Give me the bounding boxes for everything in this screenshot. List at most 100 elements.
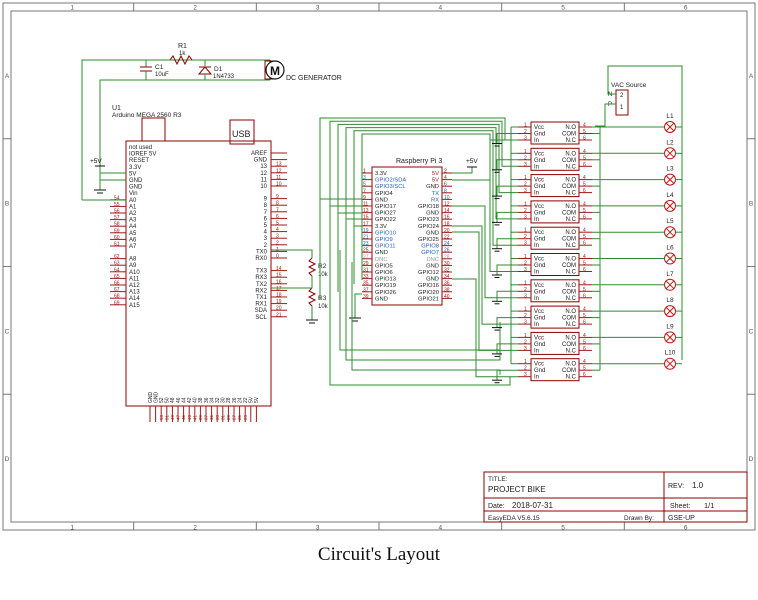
arduino-pin-label: RX0 bbox=[255, 256, 267, 262]
lamp: L6 bbox=[660, 245, 682, 265]
pi-pin-label: DNC bbox=[375, 257, 388, 263]
relay-pin-number: 3 bbox=[524, 267, 527, 273]
arduino-pin-label: 3 bbox=[264, 236, 268, 242]
arduino-pin-label: TX2 bbox=[256, 282, 268, 288]
relay-pin-label: Vcc bbox=[534, 362, 544, 368]
arduino-pin-number: 69 bbox=[114, 300, 120, 306]
arduino-pin-number: 61 bbox=[114, 242, 120, 248]
arduino-pin-number: 62 bbox=[114, 254, 120, 260]
frame-row-label: B bbox=[749, 201, 753, 208]
control-wire bbox=[345, 127, 518, 288]
pi-pin-label: 3.3V bbox=[375, 224, 387, 230]
sheet-value: 1/1 bbox=[704, 501, 714, 510]
relay-pin-label: N.C bbox=[566, 322, 577, 328]
vac-source: VAC Source N P 2 1 bbox=[595, 65, 683, 360]
arduino-pin-number: 58 bbox=[114, 222, 120, 228]
pi-pin-number: 27 bbox=[363, 254, 369, 260]
pi-pin-number: 2 bbox=[444, 169, 447, 175]
relay-pin-number: 3 bbox=[524, 320, 527, 326]
arduino-pin-label: A3 bbox=[129, 218, 137, 224]
relay-gnd-wire bbox=[496, 159, 518, 170]
arduino-bottom-pin-label: 52 bbox=[159, 397, 165, 403]
relay-pin-number: 4 bbox=[583, 307, 586, 313]
arduino-pin-label: 2 bbox=[264, 243, 268, 249]
pi-pin-label: RX bbox=[431, 197, 439, 203]
frame-col-label: 5 bbox=[561, 525, 565, 532]
arduino-pin-label: 9 bbox=[264, 197, 268, 203]
r2-ref: R2 bbox=[318, 263, 327, 270]
raspberry-pi: Raspberry Pi 3 3.3V1GPIO2/SDA3GPIO3/SCL5… bbox=[349, 158, 478, 322]
frame-row-label: D bbox=[5, 456, 10, 463]
pi-pin-number: 16 bbox=[444, 215, 450, 221]
relay-pin-label: N.C bbox=[566, 164, 577, 170]
relay-gnd-wire bbox=[496, 238, 518, 249]
lamp-label: L4 bbox=[666, 192, 674, 199]
pi-pin-number: 29 bbox=[363, 261, 369, 267]
relay-pin-label: N.O bbox=[565, 362, 576, 368]
arduino-pin-label: A2 bbox=[129, 211, 137, 217]
relay-pin-label: COM bbox=[562, 237, 576, 243]
pi-pin-label: GPIO10 bbox=[375, 230, 396, 236]
arduino-bottom-pin-number: 51 bbox=[164, 414, 169, 420]
lamp-label: L6 bbox=[666, 245, 674, 252]
relay-pin-label: Vcc bbox=[534, 335, 544, 341]
relay-pin-label: Vcc bbox=[534, 230, 544, 236]
arduino-pin-number: 3 bbox=[276, 234, 279, 240]
pi-pin-label: GPIO24 bbox=[418, 224, 440, 230]
relay-pin-label: N.O bbox=[565, 309, 576, 315]
pi-pin-label: GND bbox=[375, 250, 388, 256]
d1-value: 1N4733 bbox=[213, 74, 235, 80]
rev-value: 1.0 bbox=[692, 481, 704, 490]
arduino-pin-label: A10 bbox=[129, 270, 140, 276]
relay-pin-number: 2 bbox=[524, 261, 527, 267]
arduino-bottom-pin-label: 40 bbox=[193, 397, 199, 403]
control-wire bbox=[452, 205, 518, 299]
lamp-cross bbox=[665, 148, 675, 158]
lamp: L2 bbox=[660, 139, 682, 160]
arduino-pin-label: RX2 bbox=[255, 288, 267, 294]
arduino-bottom-pin-label: 22 bbox=[243, 397, 249, 403]
relay-pin-label: Gnd bbox=[534, 263, 545, 269]
vac-pin2: 2 bbox=[620, 93, 624, 99]
relay-pin-label: Gnd bbox=[534, 132, 545, 138]
arduino-pin-number: 5 bbox=[276, 221, 279, 227]
pi-name: Raspberry Pi 3 bbox=[396, 158, 442, 165]
relay-pin-number: 1 bbox=[524, 280, 527, 286]
arduino-pin-label: A4 bbox=[129, 224, 137, 230]
arduino-pin-label: A8 bbox=[129, 257, 137, 263]
relay-pin-label: N.C bbox=[566, 217, 577, 223]
lamp-label: L8 bbox=[666, 297, 674, 304]
frame-col-label: 1 bbox=[71, 5, 75, 12]
lamp-cross bbox=[665, 306, 675, 316]
arduino-pin-label: 4 bbox=[264, 230, 268, 236]
relay-pin-number: 4 bbox=[583, 149, 586, 155]
arduino-bottom-pin-number: 23 bbox=[243, 414, 248, 420]
arduino-pin-number: 7 bbox=[276, 207, 279, 213]
pi-pin-label: TX bbox=[432, 191, 440, 197]
arduino-pin-number: 57 bbox=[114, 215, 120, 221]
vac-pin1: 1 bbox=[620, 105, 624, 111]
lamp: L7 bbox=[660, 271, 682, 291]
relay-pin-number: 4 bbox=[583, 123, 586, 129]
pi-pin-label: GPIO17 bbox=[375, 204, 396, 210]
relay-pin-label: N.O bbox=[565, 204, 576, 210]
arduino-bottom-pin-label: 36 bbox=[204, 397, 210, 403]
frame-col-label: 5 bbox=[561, 5, 565, 12]
relay-pin-number: 6 bbox=[583, 214, 586, 220]
relay-pin-number: 4 bbox=[583, 254, 586, 260]
relay-pin-label: In bbox=[534, 348, 539, 354]
arduino-pin-label: GND bbox=[129, 178, 143, 184]
title-label: TITLE: bbox=[488, 476, 508, 483]
arduino-pin-label: RX3 bbox=[255, 275, 267, 281]
frame-col-label: 6 bbox=[684, 5, 688, 12]
r3-value: 10k bbox=[318, 304, 329, 310]
pi-pin-label: GPIO7 bbox=[421, 250, 439, 256]
pi-pin-label: GPIO12 bbox=[418, 270, 439, 276]
arduino-pin-label: 8 bbox=[264, 203, 268, 209]
control-wire bbox=[351, 262, 501, 375]
rev-label: REV: bbox=[668, 483, 684, 490]
relay-pin-label: COM bbox=[562, 342, 576, 348]
relay-pin-number: 2 bbox=[524, 182, 527, 188]
